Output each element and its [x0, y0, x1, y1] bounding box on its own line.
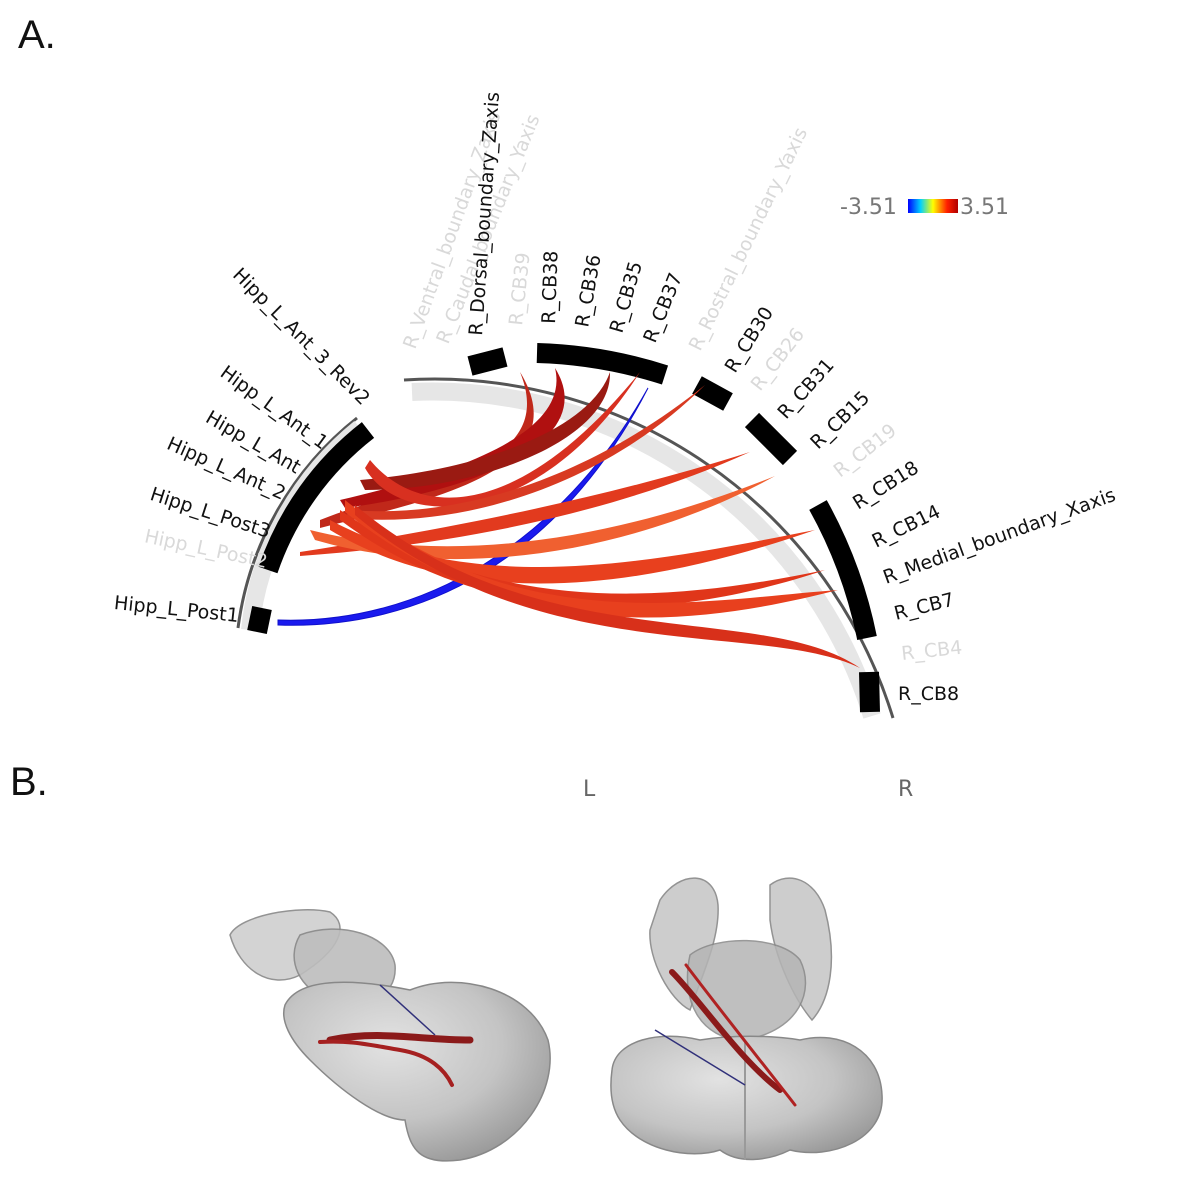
sagittal-cerebellum: [283, 981, 551, 1162]
colorbar-max-label: 3.51: [960, 195, 1009, 220]
ribbon-to-cb37: [365, 372, 640, 507]
arc-label-r-cb36: R_CB36: [571, 253, 605, 329]
colorbar-min-label: -3.51: [840, 195, 897, 220]
ribbon-to-medial: [340, 510, 825, 608]
arc-label-r-cb14: R_CB14: [869, 501, 944, 553]
arc-label-r-cb4: R_CB4: [900, 637, 963, 665]
arc-label-r-cb8: R_CB8: [898, 683, 959, 705]
right-segment-cb14-7: [809, 500, 877, 641]
orientation-left-label: L: [583, 777, 596, 802]
axial-tract-main: [669, 969, 783, 1093]
right-segment-cb30: [692, 376, 733, 411]
right-segment-cb8: [859, 671, 880, 713]
axial-cerebellum: [610, 1035, 883, 1161]
right-segment-cb31-15: [744, 412, 798, 466]
arc-label-r-cb38: R_CB38: [538, 250, 563, 324]
axial-tract-branch: [684, 963, 797, 1107]
ribbon-to-cb8: [355, 505, 860, 668]
panel-a-label: A.: [18, 13, 56, 57]
arc-label-r-cb37: R_CB37: [639, 270, 687, 346]
arc-label-r-cb35: R_CB35: [606, 259, 647, 335]
axial-brainstem: [686, 939, 807, 1041]
right-segment-dorsal: [467, 347, 508, 376]
right-ring-background: [411, 382, 881, 719]
left-segment-post1: [247, 605, 272, 635]
ribbon-to-cb18: [310, 476, 775, 560]
arc-label-r-cb39: R_CB39: [505, 251, 535, 326]
left-outer-arc: [236, 416, 358, 629]
axial-blue-tract: [654, 1029, 746, 1086]
brain-render-axial: [610, 877, 883, 1161]
sagittal-blue-tract: [379, 984, 436, 1036]
left-segment-block: [258, 422, 375, 574]
panel-b-label: B.: [10, 760, 48, 804]
right-segment-cb38-37: [536, 343, 669, 385]
arc-label-hipp-l-post1: Hipp_L_Post1: [113, 592, 240, 627]
sagittal-tract-branch: [318, 1039, 454, 1087]
colorbar-gradient-bar: [908, 199, 958, 213]
arc-label-r-cb7: R_CB7: [892, 589, 957, 625]
orientation-right-label: R: [898, 777, 913, 802]
connection-ribbons: [277, 368, 860, 668]
ribbon-to-cb30: [345, 385, 705, 520]
brain-render-sagittal: [229, 909, 551, 1162]
colorbar: -3.51 3.51: [840, 195, 1009, 220]
sagittal-tract-main: [326, 1032, 474, 1044]
segment-ring: [241, 343, 881, 719]
arc-label-r-medial-boundary-xaxis: R_Medial_boundary_Xaxis: [880, 484, 1118, 589]
